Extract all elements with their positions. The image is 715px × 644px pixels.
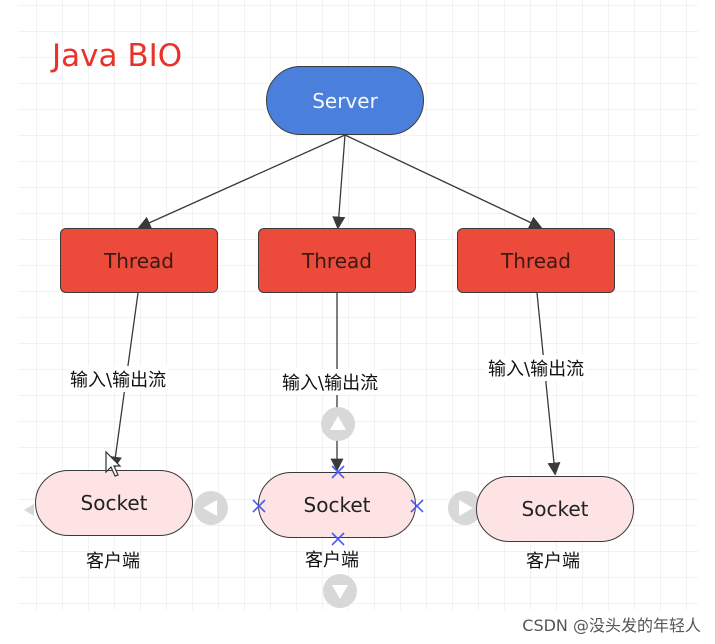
io-stream-label-1: 输入\输出流 [68,366,169,392]
connection-handle-left-icon[interactable] [194,491,228,525]
server-node[interactable]: Server [266,66,424,135]
io-stream-label-2: 输入\输出流 [280,369,381,395]
connection-handle-down-icon[interactable] [323,574,357,608]
socket-node-3[interactable]: Socket [476,476,634,542]
connection-handle-right-icon[interactable] [448,491,482,525]
connector-server-thread-2 [332,134,346,230]
socket-node-1[interactable]: Socket [35,470,193,536]
connector-server-thread-3 [344,134,543,229]
diagram-title: Java BIO [52,38,183,74]
watermark: CSDN @没头发的年轻人 [522,616,701,635]
thread-node-1[interactable]: Thread [60,228,218,293]
server-label: Server [312,88,378,113]
thread-label: Thread [302,248,372,273]
thread-label: Thread [501,248,571,273]
connection-handle-far-left-icon[interactable] [24,504,34,516]
socket-label: Socket [80,491,148,515]
io-stream-label-3: 输入\输出流 [486,355,587,381]
thread-node-2[interactable]: Thread [258,228,416,293]
client-caption-1: 客户端 [86,551,140,572]
client-caption-2: 客户端 [305,550,359,571]
connector-server-thread-1 [137,134,346,229]
connection-handle-up-icon[interactable] [321,407,355,441]
thread-node-3[interactable]: Thread [457,228,615,293]
socket-label: Socket [303,493,371,517]
mouse-pointer-icon [105,450,122,477]
client-caption-3: 客户端 [526,551,580,572]
thread-label: Thread [104,248,174,273]
socket-label: Socket [521,497,589,521]
socket-node-2[interactable]: Socket [258,472,416,538]
connector-thread-socket-3 [536,292,561,476]
